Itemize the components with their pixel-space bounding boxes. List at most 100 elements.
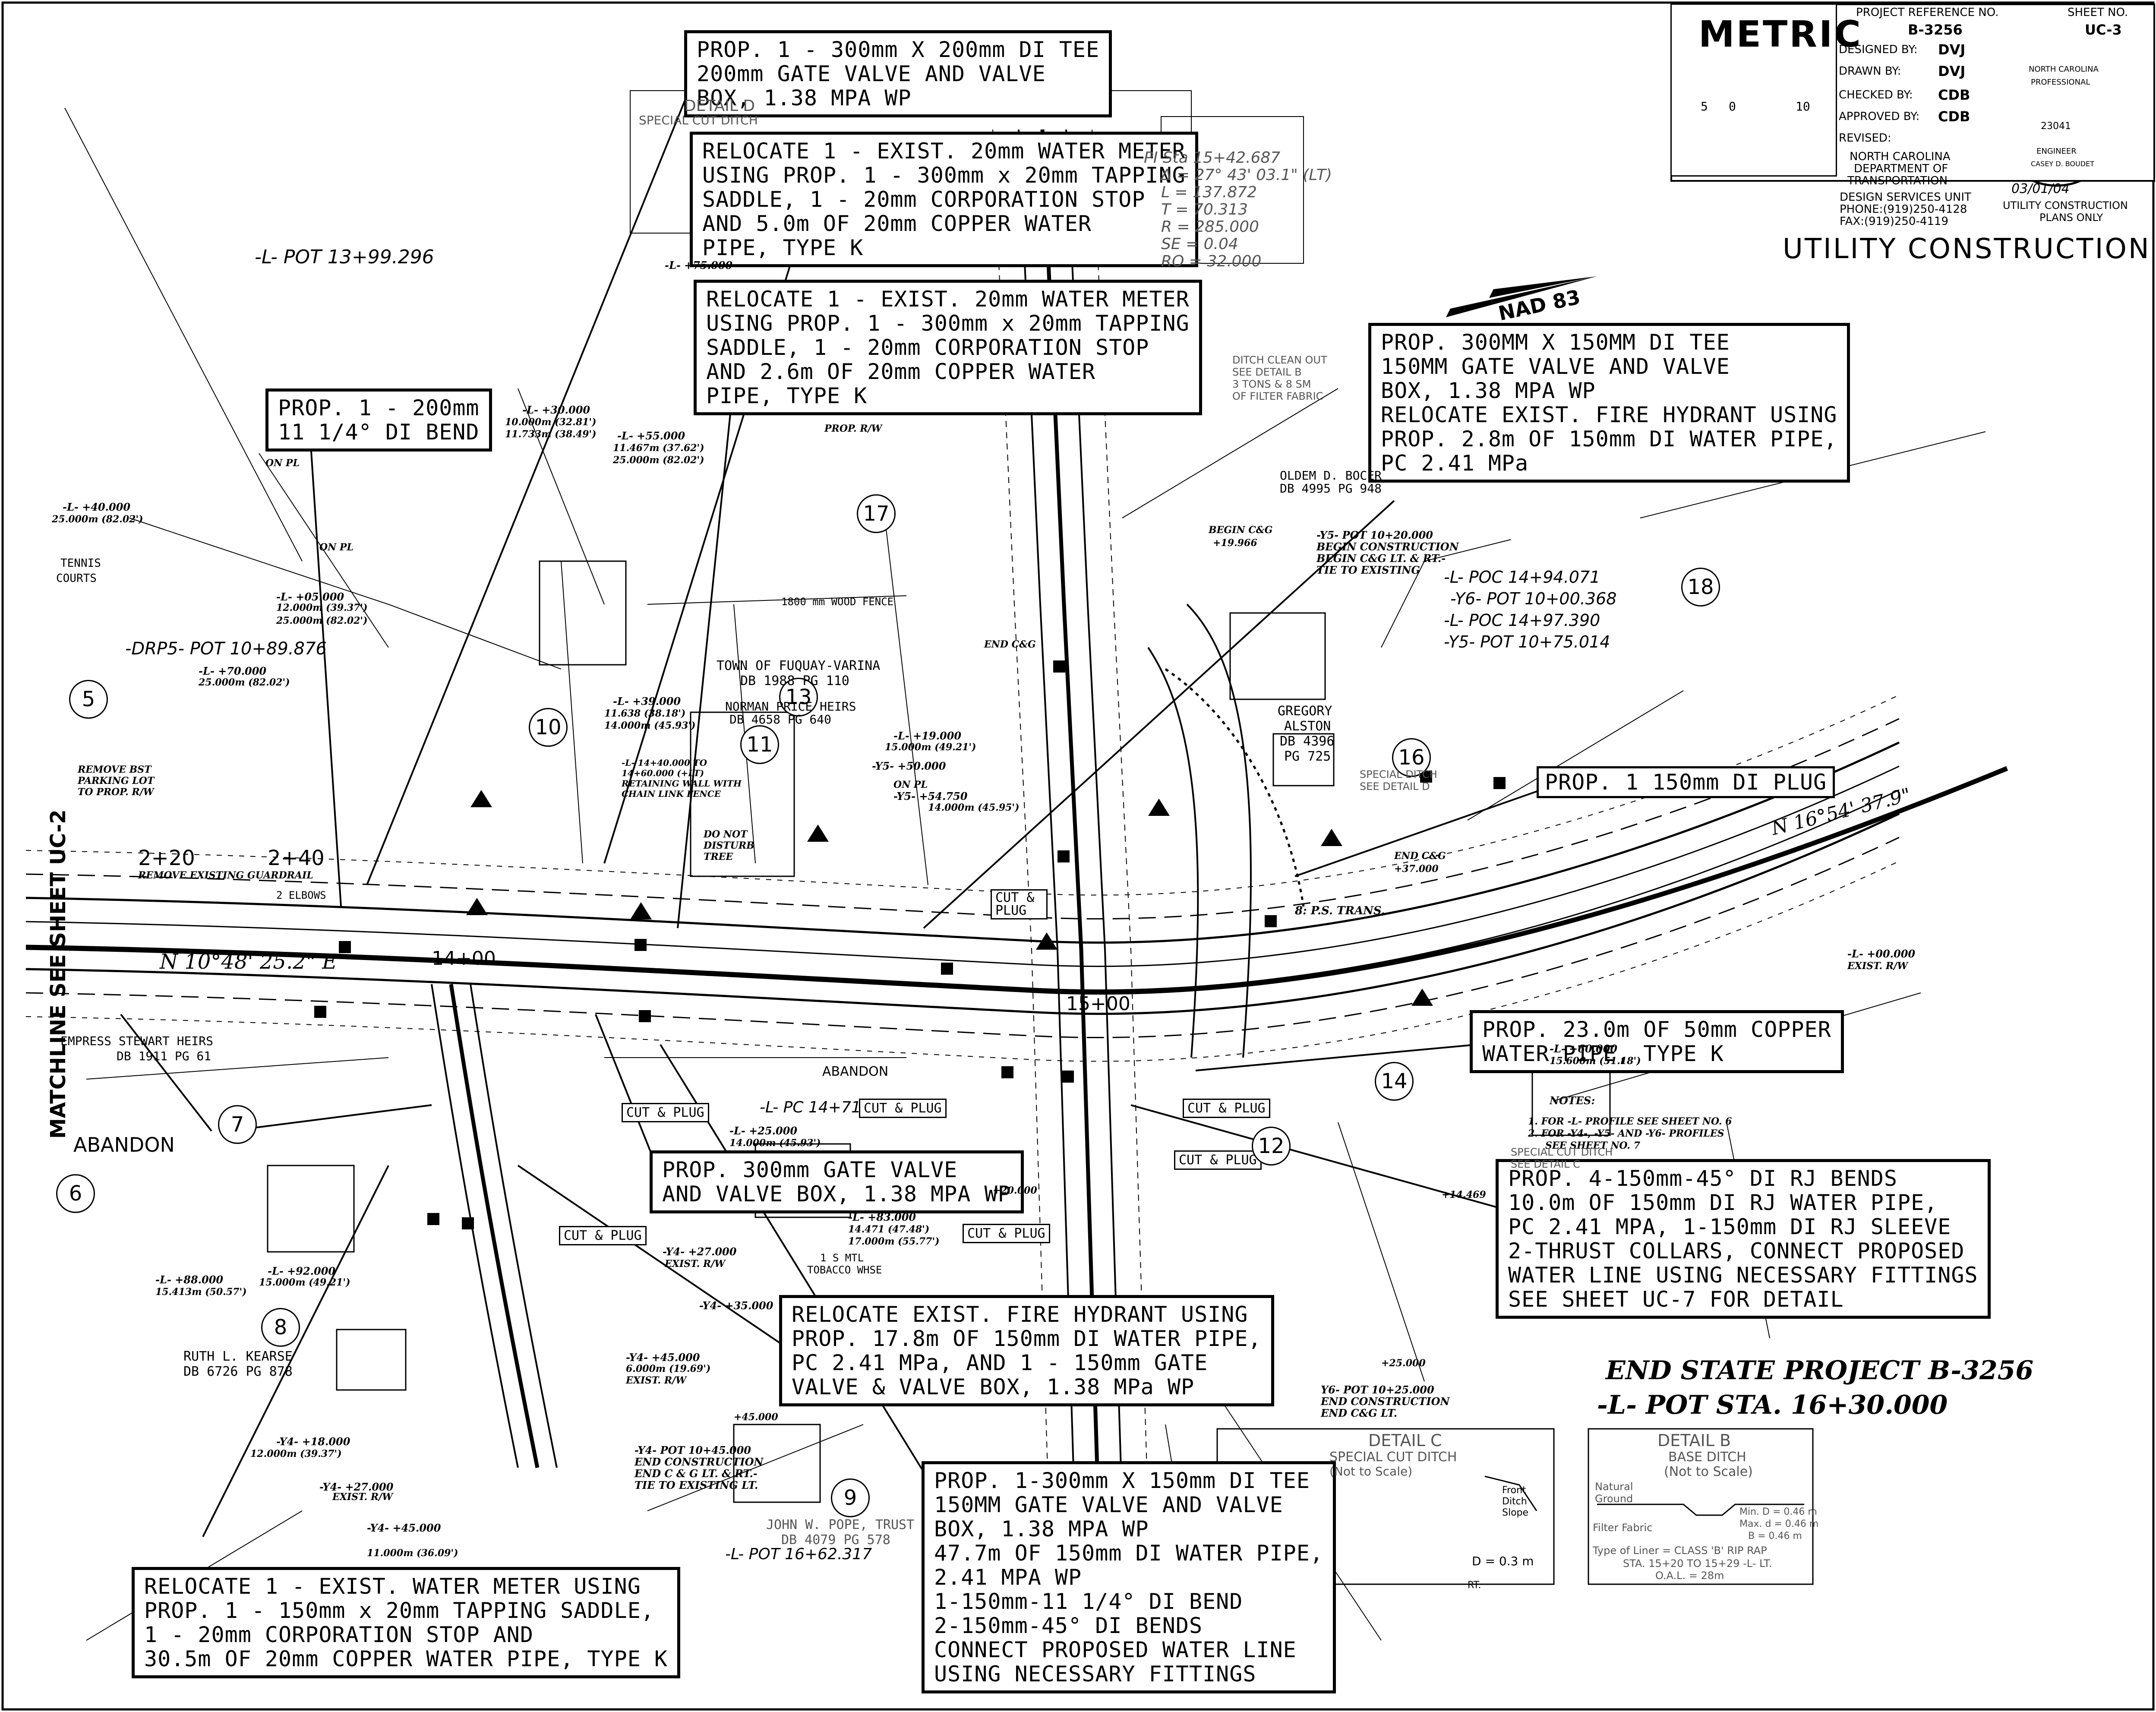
y5-note-4: TIE TO EXISTING [1316, 564, 1420, 576]
offset-label: 25.000m (82.02') [199, 677, 290, 688]
parcel-marker: 10 [529, 708, 568, 747]
station-label: -Y4- +27.000 [319, 1481, 394, 1493]
do-not-disturb-3: TREE [704, 851, 733, 862]
john-deed: DB 4079 PG 578 [781, 1532, 890, 1548]
station-label: -Y4- +35.000 [699, 1299, 773, 1312]
detail-c-d: D = 0.3 m [1472, 1554, 1534, 1568]
y5-note-2: BEGIN CONSTRUCTION [1316, 540, 1459, 553]
detail-c-front-2: Ditch [1502, 1496, 1527, 1507]
offset-label: 14.000m (45.93') [729, 1137, 821, 1149]
y4-end-1: -Y4- POT 10+45.000 [634, 1444, 751, 1456]
wood-fence: 1800 mm WOOD FENCE [781, 596, 894, 608]
buildings [267, 560, 1611, 1503]
station-label: -Y4- +45.000 [367, 1522, 441, 1534]
end-pot-label: -L- POT STA. 16+30.000 [1597, 1390, 1948, 1420]
detail-b-oal: O.A.L. = 28m [1655, 1570, 1724, 1582]
curve-data-delta: Δ = 27° 43' 03.1" (LT) [1161, 166, 1332, 184]
sheet-no-label: SHEET NO. [2068, 6, 2128, 19]
offset-label: 25.000m (82.02') [613, 455, 704, 466]
detail-c-front-3: Slope [1502, 1507, 1529, 1518]
station-label: -L- +70.000 [199, 665, 267, 677]
station-label: -Y4- +45.000 [626, 1351, 700, 1364]
ditch-clean-1: DITCH CLEAN OUT [1232, 354, 1327, 366]
curve-data-ro: RO = 32.000 [1161, 253, 1262, 270]
station-label: -L- +55.000 [617, 430, 685, 442]
drp5-label: -DRP5- POT 10+89.876 [125, 639, 327, 659]
station-label: -L- +88.000 [155, 1273, 224, 1286]
y6-end-2: END CONSTRUCTION [1321, 1395, 1450, 1408]
station-label: -Y5- +50.000 [872, 760, 946, 772]
norman-deed: DB 4658 PG 640 [729, 712, 832, 726]
gregory-owner-1: GREGORY [1278, 704, 1332, 719]
tobacco-2: TOBACCO WHSE [807, 1264, 882, 1276]
checked-by-value: CDB [1938, 87, 1970, 103]
offset-label: 15.600m (51.18') [1550, 1055, 1641, 1067]
station-label: +19.966 [1213, 537, 1257, 549]
detail-b-sta: STA. 15+20 TO 15+29 -L- LT. [1623, 1557, 1772, 1570]
do-not-disturb-1: DO NOT [704, 829, 748, 840]
cut-plug-tag: CUT & PLUG [622, 1103, 709, 1122]
offset-label: 11.733m (38.49') [505, 429, 597, 440]
offset-label: 14.000m (45.93') [604, 720, 696, 731]
detail-c-front-1: Front [1502, 1485, 1526, 1496]
curve-data-t: T = 70.313 [1161, 201, 1248, 218]
checked-by-label: CHECKED BY: [1839, 88, 1913, 101]
station-label: -Y5- +54.750 [893, 790, 968, 802]
offset-label: 12.000m (39.37') [250, 1448, 342, 1459]
offset-label: 11.467m (37.62') [613, 442, 704, 454]
detail-b-max: Max. d = 0.46 m [1739, 1519, 1819, 1529]
approved-by-value: CDB [1938, 108, 1970, 125]
unit-line-1: DESIGN SERVICES UNIT [1840, 191, 1971, 204]
parcel-marker: 18 [1681, 568, 1720, 606]
station-label: -L- +83.000 [848, 1211, 916, 1223]
detail-c-rt: RT. [1468, 1580, 1481, 1591]
town-deed: DB 1988 PG 110 [740, 673, 849, 689]
offset-label: EXIST. R/W [332, 1491, 393, 1503]
poc-note-4: -Y5- POT 10+75.014 [1444, 632, 1610, 651]
cut-plug-tag: CUT & PLUG [859, 1099, 947, 1118]
retaining-3: RETAINING WALL WITH [622, 778, 742, 789]
seal-middle: PROFESSIONAL [2031, 78, 2090, 87]
tennis-2: COURTS [56, 572, 97, 585]
parcel-marker: 12 [1252, 1127, 1291, 1166]
detail-b-filter: Filter Fabric [1593, 1522, 1653, 1534]
offset-label: END C&G [984, 639, 1036, 650]
detail-b-sub-2: (Not to Scale) [1664, 1464, 1753, 1479]
sheet-title: UTILITY CONSTRUCTION [1783, 233, 2151, 265]
do-not-disturb-2: DISTURB [704, 840, 754, 851]
offset-label: EXIST. R/W [626, 1375, 686, 1386]
town-owner: TOWN OF FUQUAY-VARINA [717, 658, 881, 673]
station-label: +14.469 [1442, 1189, 1486, 1200]
station-label: -L- +05.000 [276, 591, 344, 603]
special-cut-2: SEE DETAIL C [1511, 1158, 1580, 1170]
station-label: -L- PC 14+71 [760, 1099, 861, 1116]
plans-only-line-2: PLANS ONLY [2039, 212, 2103, 224]
offset-label: EXIST. R/W [665, 1258, 725, 1270]
seal-bottom: ENGINEER [2036, 147, 2077, 156]
callout-150mm-plug: PROP. 1 150mm DI PLUG [1537, 766, 1835, 798]
unit-line-2: PHONE:(919)250-4128 [1840, 203, 1967, 216]
offset-label: 15.000m (49.21') [259, 1277, 350, 1288]
station-label: -Y4- +27.000 [663, 1245, 737, 1258]
cut-plug-tag: CUT & PLUG [1183, 1099, 1270, 1118]
seal-number: 23041 [2041, 121, 2071, 132]
offset-label: ON PL [265, 458, 300, 469]
drawn-by-value: DVJ [1938, 63, 1966, 79]
offset-label: 17.000m (55.77') [848, 1236, 940, 1247]
offset-label: 10.000m (32.81') [505, 417, 597, 428]
curve-data-se: SE = 0.04 [1161, 235, 1238, 253]
remove-bst-2: PARKING LOT [78, 775, 155, 787]
parcel-marker: 7 [218, 1105, 257, 1144]
station-label: +45.000 [734, 1412, 778, 1423]
offset-label: 14.000m (45.95') [928, 802, 1020, 813]
pot-13-99-label: -L- POT 13+99.296 [255, 246, 434, 268]
station-label: -L- +75.000 [665, 259, 733, 272]
special-cut-1: SPECIAL CUT DITCH [1511, 1146, 1613, 1158]
seal-top: NORTH CAROLINA [2029, 65, 2099, 74]
y4-end-2: END CONSTRUCTION [634, 1456, 764, 1468]
oldem-owner: OLDEM D. BOCER [1280, 468, 1382, 483]
